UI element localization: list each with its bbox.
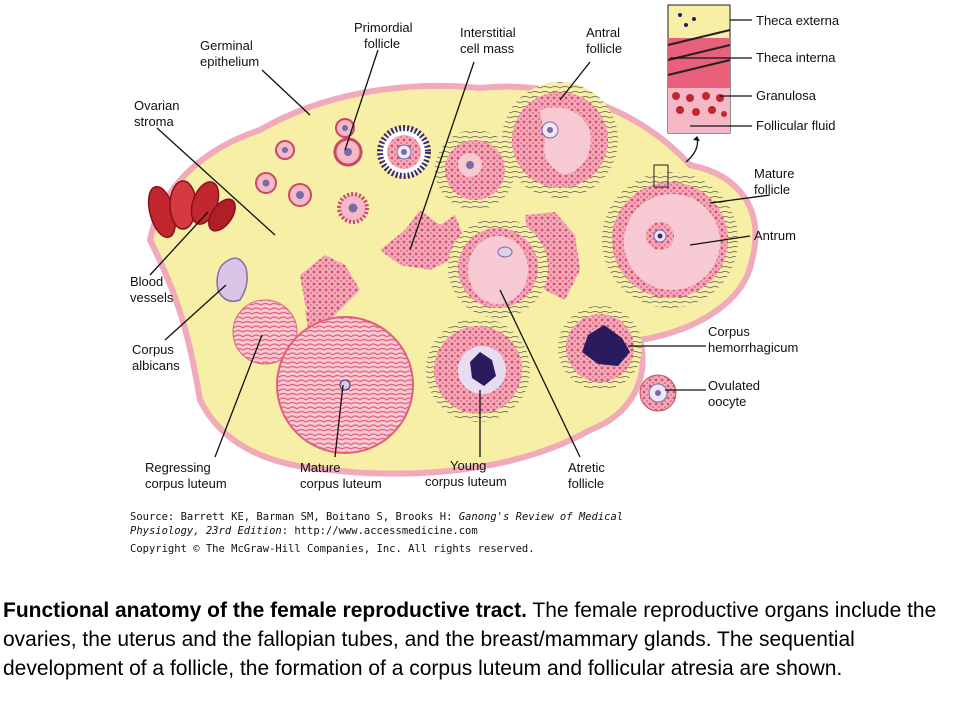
figure-caption: Functional anatomy of the female reprodu… — [3, 596, 958, 683]
theca-inset — [653, 4, 731, 188]
leader-lines — [149, 19, 771, 458]
interstitial-cell-masses — [300, 210, 580, 345]
corpus-hemorrhagicum — [558, 306, 642, 390]
source-line-1: Source: Barrett KE, Barman SM, Boitano S… — [130, 511, 623, 523]
caption-title: Functional anatomy of the female reprodu… — [3, 599, 527, 622]
blood-vessels — [147, 180, 236, 239]
source-line-3: Copyright © The McGraw-Hill Companies, I… — [130, 543, 535, 555]
antral-follicle — [435, 130, 515, 210]
label-antrum: Antrum — [754, 228, 796, 243]
label-theca-interna: Theca interna — [756, 50, 836, 65]
young-corpus-luteum — [426, 318, 530, 422]
caption-text: The female reproductive organs include t… — [3, 599, 937, 680]
label-theca-externa: Theca externa — [756, 13, 840, 28]
large-antral-follicle — [502, 82, 618, 198]
regressing-corpus-luteum — [232, 299, 298, 365]
ovulated-oocyte — [639, 374, 677, 412]
label-granulosa: Granulosa — [756, 88, 817, 103]
source-line-2: Physiology, 23rd Edition: http://www.acc… — [130, 525, 478, 537]
corpus-albicans — [216, 257, 248, 302]
atretic-follicle — [448, 218, 548, 318]
mature-corpus-luteum — [276, 316, 414, 454]
label-follicular-fluid: Follicular fluid — [756, 118, 835, 133]
source-credit: Source: Barrett KE, Barman SM, Boitano S… — [130, 511, 623, 555]
mature-follicle — [602, 172, 738, 308]
primordial-follicles — [255, 118, 431, 224]
